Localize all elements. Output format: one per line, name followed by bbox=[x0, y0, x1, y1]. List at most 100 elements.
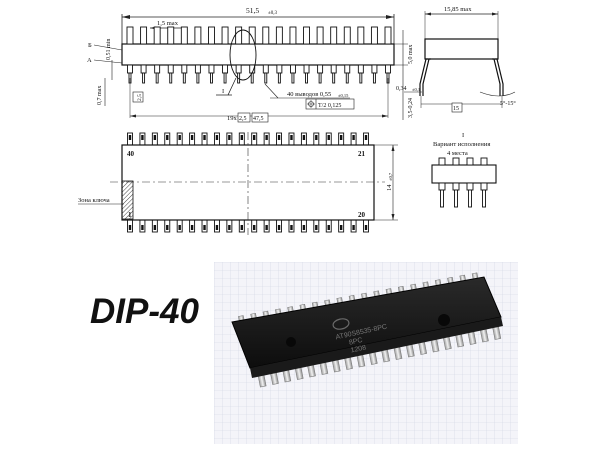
front-lead-shoulder bbox=[167, 64, 174, 74]
front-lead-tip bbox=[318, 72, 322, 84]
detail-pin-top bbox=[438, 157, 446, 166]
plan-pin-bottom-hole bbox=[290, 225, 293, 230]
front-lead-tip bbox=[345, 72, 349, 84]
front-pin-tab bbox=[194, 26, 202, 45]
plan-pin-top-hole bbox=[228, 135, 231, 140]
front-lead-shoulder bbox=[222, 64, 229, 74]
dim-034-label: 0,34 bbox=[396, 86, 407, 92]
plan-pin-bottom-hole bbox=[327, 225, 330, 230]
side-view: 15,85 max 0,34 ±0,1 15 5°-15° bbox=[396, 6, 516, 113]
front-lead-tip bbox=[277, 72, 281, 84]
pitch-box-label: 2,5 bbox=[239, 116, 247, 122]
front-lead-shoulder bbox=[140, 64, 147, 74]
plan-pin-top-hole bbox=[128, 135, 132, 140]
dim-50-label: 5,0 max bbox=[408, 45, 414, 64]
plan-pin-bottom-hole bbox=[240, 225, 243, 230]
front-pin-tab bbox=[167, 26, 175, 45]
front-lead-tip bbox=[196, 72, 200, 84]
detail-pin-shoulder bbox=[438, 182, 446, 191]
plan-pin-bottom-hole bbox=[190, 225, 194, 230]
plan-pin-bottom-hole bbox=[253, 225, 256, 230]
front-lead-shoulder bbox=[208, 64, 215, 74]
chip-marking-line3: 1208 bbox=[350, 344, 367, 354]
pin-40-label: 40 bbox=[127, 150, 135, 158]
plan-pin-bottom-hole bbox=[141, 225, 144, 230]
front-lead-shoulder bbox=[194, 64, 201, 74]
photo-chip-side bbox=[250, 317, 503, 378]
pin-1-label: 1 bbox=[128, 211, 132, 219]
key-zone-label: Зона ключа bbox=[78, 197, 110, 204]
detail-pin-tip bbox=[482, 189, 486, 208]
dim-051-label: 0,51 min bbox=[106, 39, 112, 60]
plan-pin-bottom-hole bbox=[277, 225, 281, 230]
front-pin-tab bbox=[384, 26, 392, 45]
front-lead-shoulder bbox=[262, 64, 269, 74]
front-pin-tab bbox=[316, 26, 324, 45]
plan-pin-top-hole bbox=[215, 135, 219, 140]
lead-pitch-max-label: 1,5 max bbox=[157, 20, 179, 27]
front-pin-tab bbox=[343, 26, 351, 45]
front-lead-shoulder bbox=[154, 64, 161, 74]
plan-pin-top-hole bbox=[240, 135, 243, 140]
plan-pin-top-hole bbox=[277, 135, 281, 140]
front-lead-tip bbox=[223, 72, 227, 84]
front-pin-tab bbox=[180, 26, 188, 45]
detail-note: 4 места bbox=[447, 150, 468, 157]
side-width-max-label: 15,85 max bbox=[444, 6, 472, 13]
front-lead-shoulder bbox=[317, 64, 324, 74]
detail-pin-top bbox=[452, 157, 460, 166]
dim-07-label: 0,7 max bbox=[97, 86, 103, 105]
plan-pin-bottom-hole bbox=[315, 225, 318, 230]
plan-pin-top-hole bbox=[364, 135, 368, 140]
key-zone-hatch bbox=[121, 180, 134, 220]
detail-body bbox=[431, 164, 497, 184]
plan-pin-top-hole bbox=[190, 135, 194, 140]
plan-pin-bottom-hole bbox=[265, 225, 268, 230]
package-body-side bbox=[424, 38, 499, 60]
detail-pin-top bbox=[480, 157, 488, 166]
dim-034-tolerance: ±0,1 bbox=[412, 87, 420, 93]
pin-20-label: 20 bbox=[358, 211, 366, 219]
plan-pin-top-hole bbox=[141, 135, 144, 140]
photo-chip-notch-1 bbox=[286, 337, 296, 347]
plan-pin-top-hole bbox=[352, 135, 355, 140]
detail-title: Вариант исполнения bbox=[433, 141, 490, 148]
front-lead-shoulder bbox=[344, 64, 351, 74]
package-name-title: DIP-40 bbox=[90, 292, 199, 331]
front-pin-tab bbox=[208, 26, 215, 45]
overall-length-label: 51,5 bbox=[246, 6, 259, 15]
lead-angle-label: 5°-15° bbox=[500, 100, 516, 107]
dim-35-label: 3,5-0,24 bbox=[408, 98, 414, 118]
label-a: А bbox=[87, 57, 92, 64]
detail-roman-label: I bbox=[462, 132, 464, 139]
pin-count-tolerance: ±0,15 bbox=[338, 93, 349, 99]
front-lead-tip bbox=[372, 72, 376, 84]
detail-pin-shoulder bbox=[452, 182, 460, 191]
photo-chip-notch-2 bbox=[438, 314, 450, 326]
front-lead-tip bbox=[264, 72, 268, 84]
plan-top-pins bbox=[127, 132, 369, 146]
front-pin-tab bbox=[357, 26, 365, 45]
plan-pin-top-hole bbox=[265, 135, 268, 140]
label-b: Б bbox=[88, 42, 92, 49]
front-lead-shoulder bbox=[385, 64, 391, 74]
plan-pin-bottom-hole bbox=[302, 225, 306, 230]
front-lead-shoulder bbox=[289, 64, 296, 74]
plan-pin-top-hole bbox=[339, 135, 343, 140]
detail-pin-tip bbox=[454, 189, 458, 208]
detail-pin-top bbox=[466, 157, 474, 166]
plan-pin-bottom-hole bbox=[228, 225, 231, 230]
front-lead-tip bbox=[182, 72, 186, 84]
plan-pin-top-hole bbox=[203, 135, 206, 140]
plan-pin-bottom-hole bbox=[178, 225, 181, 230]
detail-pin-tip bbox=[440, 189, 444, 208]
plan-pin-bottom-hole bbox=[203, 225, 206, 230]
tolerance-frame bbox=[305, 98, 355, 110]
front-lead-tip bbox=[359, 72, 363, 84]
front-pin-tab bbox=[303, 26, 310, 45]
pitch-sum-label: 47,5 bbox=[253, 116, 264, 122]
front-lead-tip bbox=[291, 72, 295, 84]
dim-25-label: 2,5 bbox=[137, 94, 143, 101]
plan-pin-bottom-hole bbox=[166, 225, 169, 230]
